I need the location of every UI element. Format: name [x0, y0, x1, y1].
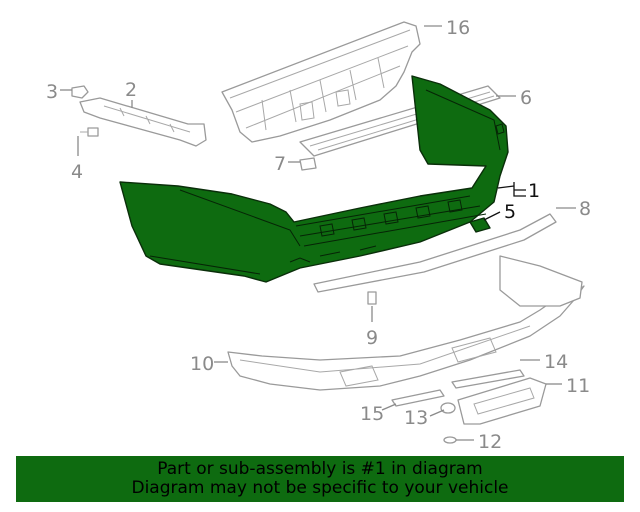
part-2-bracket[interactable] — [79, 97, 207, 147]
callout-15[interactable]: 15 — [360, 403, 384, 425]
callout-8[interactable]: 8 — [579, 198, 591, 220]
callout-4[interactable]: 4 — [71, 161, 83, 183]
part-9-clip[interactable] — [367, 291, 377, 305]
part-3-clip[interactable] — [71, 85, 89, 99]
part-15-trim[interactable] — [391, 389, 445, 407]
callout-5[interactable]: 5 — [504, 201, 516, 223]
exploded-parts-diagram: 1 2 3 4 5 6 7 8 9 10 11 12 13 14 15 16 — [46, 17, 591, 453]
part-10-lower-valance[interactable] — [227, 255, 585, 391]
callout-14[interactable]: 14 — [544, 351, 568, 373]
part-5-sensor-bracket[interactable] — [469, 217, 491, 233]
diagram-notice-banner: Part or sub-assembly is #1 in diagram Di… — [16, 456, 624, 502]
part-14-trim-strip[interactable] — [451, 369, 525, 389]
banner-line-1: Part or sub-assembly is #1 in diagram — [157, 459, 483, 479]
part-12-fastener[interactable] — [443, 436, 457, 444]
banner-line-2: Diagram may not be specific to your vehi… — [131, 478, 509, 498]
callout-3[interactable]: 3 — [46, 81, 58, 103]
part-4-bolt[interactable] — [80, 127, 99, 137]
part-1-bumper-cover[interactable] — [119, 75, 509, 283]
callout-1[interactable]: 1 — [528, 180, 540, 202]
callout-13[interactable]: 13 — [404, 407, 428, 429]
part-11-trim-panel[interactable] — [457, 377, 547, 425]
callout-7[interactable]: 7 — [274, 153, 286, 175]
callout-16[interactable]: 16 — [446, 17, 470, 39]
part-16-impact-bar[interactable] — [221, 21, 421, 143]
callout-labels: 1 2 3 4 5 6 7 8 9 10 11 12 13 14 15 16 — [46, 17, 591, 453]
callout-11[interactable]: 11 — [566, 375, 590, 397]
part-7-clip[interactable] — [299, 157, 317, 171]
callout-2[interactable]: 2 — [125, 79, 137, 101]
callout-9[interactable]: 9 — [366, 327, 378, 349]
part-13-grommet[interactable] — [440, 402, 456, 414]
callout-10[interactable]: 10 — [190, 353, 214, 375]
callout-12[interactable]: 12 — [478, 431, 502, 453]
callout-6[interactable]: 6 — [520, 87, 532, 109]
part-8-molding[interactable] — [313, 213, 557, 293]
callout-leaders — [60, 25, 576, 441]
